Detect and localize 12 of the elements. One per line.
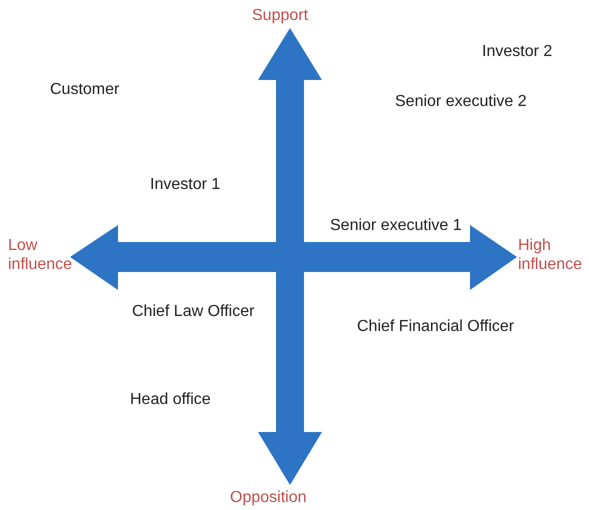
axis-label: Support: [252, 6, 308, 25]
stakeholder-label: Head office: [130, 390, 211, 409]
stakeholder-label: Chief Law Officer: [132, 302, 254, 321]
stakeholder-label: Investor 1: [150, 175, 220, 194]
axis-label: Opposition: [230, 488, 306, 507]
stakeholder-label: Senior executive 1: [330, 216, 462, 235]
axis-label: High influence: [518, 236, 582, 274]
stakeholder-label: Investor 2: [482, 42, 552, 61]
stakeholder-label: Senior executive 2: [395, 92, 527, 111]
stakeholder-label: Chief Financial Officer: [357, 317, 514, 336]
stakeholder-label: Customer: [50, 80, 120, 99]
axis-label: Low influence: [8, 236, 72, 274]
